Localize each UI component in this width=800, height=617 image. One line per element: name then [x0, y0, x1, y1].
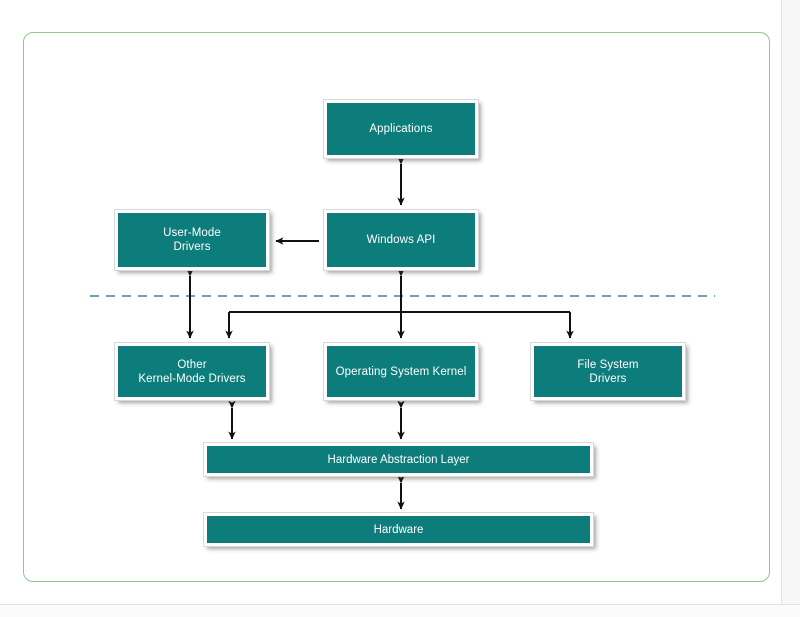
node-file-system-drivers-label: File System Drivers — [577, 358, 639, 385]
page-gutter-bottom — [0, 604, 800, 617]
bar-hardware-label: Hardware — [373, 523, 424, 536]
page-gutter-right — [781, 0, 800, 617]
node-other-kernel-mode-drivers-label: Other Kernel-Mode Drivers — [138, 358, 246, 385]
node-other-kernel-mode-drivers[interactable]: Other Kernel-Mode Drivers — [115, 343, 269, 400]
node-user-mode-drivers[interactable]: User-Mode Drivers — [115, 210, 269, 270]
node-applications[interactable]: Applications — [324, 100, 478, 158]
node-user-mode-drivers-label: User-Mode Drivers — [163, 227, 221, 253]
bar-hardware[interactable]: Hardware — [204, 513, 593, 546]
node-operating-system-kernel[interactable]: Operating System Kernel — [324, 343, 478, 400]
node-windows-api[interactable]: Windows API — [324, 210, 478, 270]
bar-hardware-abstraction-layer-label: Hardware Abstraction Layer — [327, 453, 470, 466]
node-operating-system-kernel-label: Operating System Kernel — [335, 365, 467, 378]
connector-kernel-distribution-bus — [225, 311, 574, 339]
bar-hardware-abstraction-layer[interactable]: Hardware Abstraction Layer — [204, 443, 593, 476]
node-windows-api-label: Windows API — [366, 234, 436, 246]
node-applications-label: Applications — [369, 123, 433, 135]
node-file-system-drivers[interactable]: File System Drivers — [531, 343, 685, 400]
